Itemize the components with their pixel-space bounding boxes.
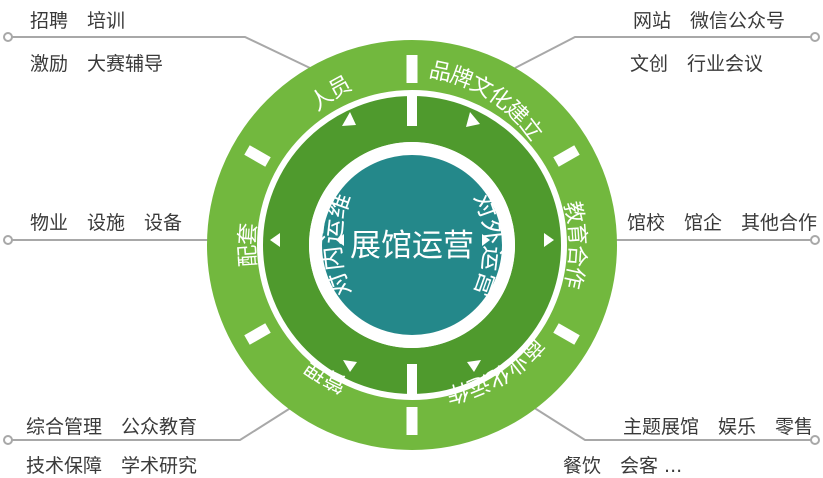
connector-dot-top-left bbox=[3, 32, 13, 42]
label-dining-reception: 餐饮 会客 ... bbox=[563, 455, 683, 477]
connector-dot-top-right bbox=[810, 32, 820, 42]
arrow-bottom-right bbox=[467, 360, 481, 372]
label-creative-conference: 文创 行业会议 bbox=[629, 53, 763, 75]
connector-dot-left bbox=[3, 235, 13, 245]
label-tech-research: 技术保障 学术研究 bbox=[26, 455, 198, 477]
arrow-center-left bbox=[336, 234, 344, 246]
connector-dot-bottom-right bbox=[810, 435, 820, 445]
connector-top-left bbox=[8, 36, 311, 69]
arrow-top-left bbox=[342, 112, 356, 126]
arrow-center-right bbox=[482, 234, 490, 246]
label-management-education: 综合管理 公众教育 bbox=[26, 416, 198, 438]
label-school-enterprise: 馆校 馆企 其他合作 bbox=[626, 212, 817, 234]
connector-dot-bottom-left bbox=[3, 435, 13, 445]
connector-bottom-left bbox=[8, 401, 301, 441]
center-circle bbox=[322, 155, 502, 335]
connector-dot-right bbox=[810, 235, 820, 245]
arrow-right bbox=[544, 233, 554, 247]
center-title: 展馆运营 bbox=[350, 228, 474, 264]
label-theme-entertainment: 主题展馆 娱乐 零售 bbox=[622, 416, 813, 438]
outer-ring-gaps bbox=[244, 55, 580, 435]
connector-top-right bbox=[514, 36, 815, 69]
arrow-bottom-left bbox=[343, 360, 357, 372]
label-incentive-contest: 激励 大赛辅导 bbox=[30, 53, 164, 75]
arrow-left bbox=[270, 233, 280, 247]
connector-bottom-right bbox=[524, 401, 815, 441]
arrow-top-right bbox=[466, 112, 480, 127]
label-recruit-training: 招聘 培训 bbox=[30, 10, 126, 32]
arrow-markers bbox=[270, 112, 554, 372]
connector-lines bbox=[3, 32, 820, 445]
label-website-wechat: 网站 微信公众号 bbox=[632, 10, 785, 32]
label-property-facilities: 物业 设施 设备 bbox=[30, 212, 183, 234]
